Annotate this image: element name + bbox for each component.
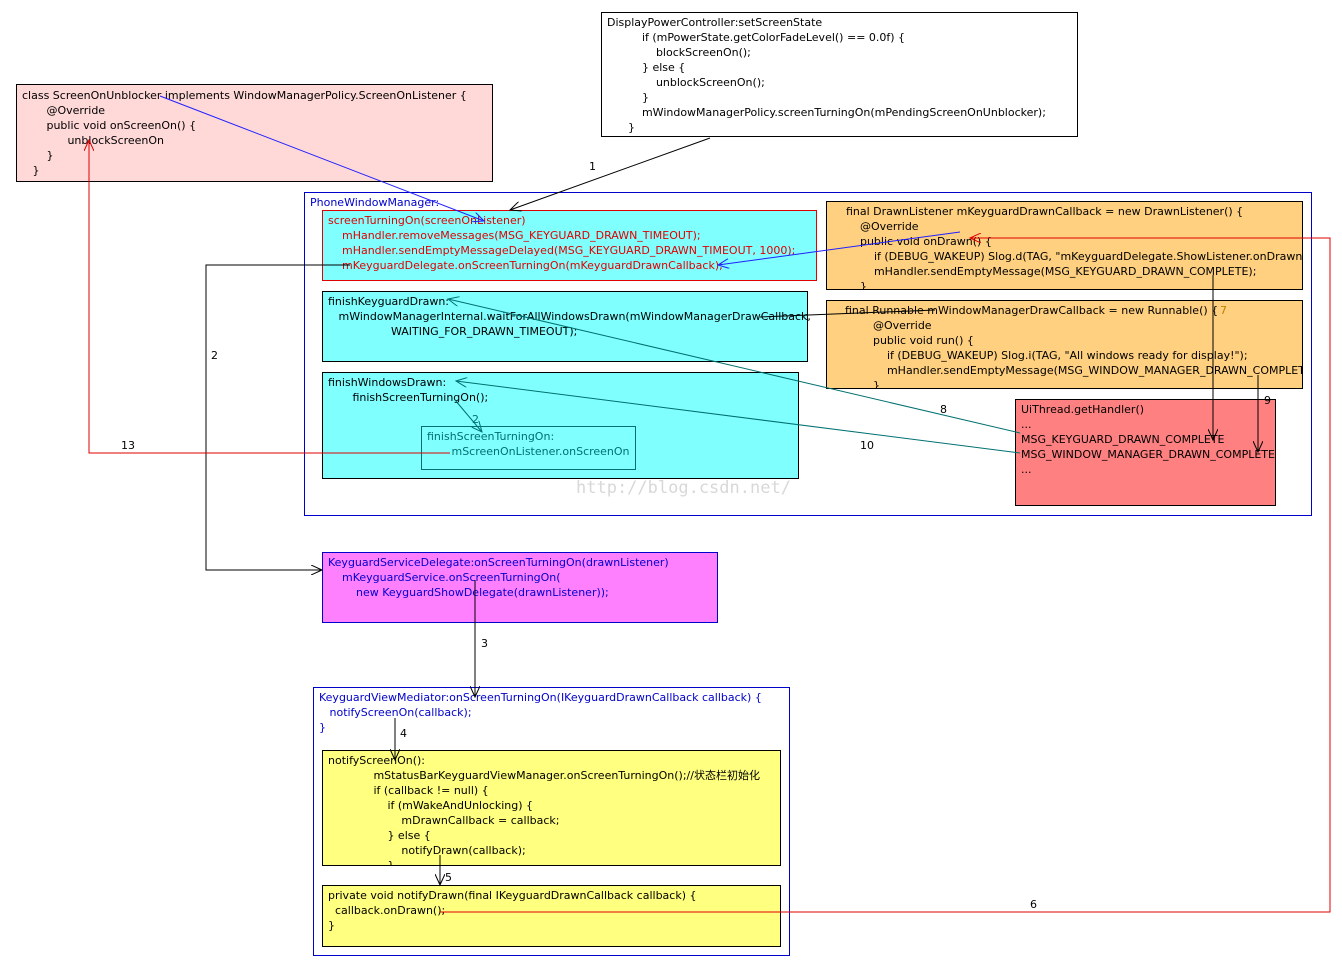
code-line: mDrawnCallback = callback;	[328, 814, 560, 827]
code-line: if (DEBUG_WAKEUP) Slog.d(TAG, "mKeyguard…	[832, 250, 1303, 263]
edge-label-4: 4	[400, 727, 407, 740]
drawn-listener-code: final DrawnListener mKeyguardDrawnCallba…	[832, 204, 1303, 290]
edge-label-1: 1	[589, 160, 596, 173]
notify-screen-on-code: notifyScreenOn(): mStatusBarKeyguardView…	[328, 753, 760, 866]
code-line: private void notifyDrawn(final IKeyguard…	[328, 889, 697, 902]
code-line: UiThread.getHandler()	[1021, 403, 1145, 416]
keyguard-service-delegate-box: KeyguardServiceDelegate:onScreenTurningO…	[322, 552, 718, 623]
code-line: mKeyguardDelegate.onScreenTurningOn(mKey…	[328, 259, 723, 272]
screen-on-unblocker-code: class ScreenOnUnblocker implements Windo…	[22, 88, 467, 178]
code-line: notifyScreenOn():	[328, 754, 425, 767]
code-line: }	[328, 859, 395, 866]
code-line: mKeyguardService.onScreenTurningOn(	[328, 571, 561, 584]
keyguard-service-delegate-code: KeyguardServiceDelegate:onScreenTurningO…	[328, 555, 669, 600]
edge-label-9: 9	[1264, 394, 1271, 407]
code-line: finishScreenTurningOn();	[328, 391, 489, 404]
code-line: unblockScreenOn();	[607, 76, 765, 89]
code-line: callback.onDrawn();	[328, 904, 446, 917]
code-line: class ScreenOnUnblocker implements Windo…	[22, 89, 467, 102]
code-line: public void onScreenOn() {	[22, 119, 197, 132]
drawn-listener-box: final DrawnListener mKeyguardDrawnCallba…	[826, 201, 1303, 290]
code-line: finishWindowsDrawn:	[328, 376, 447, 389]
draw-runnable-code: final Runnable mWindowManagerDrawCallbac…	[845, 303, 1303, 389]
code-line: if (mPowerState.getColorFadeLevel() == 0…	[607, 31, 906, 44]
screen-turning-on-box: screenTurningOn(screenOnListener) mHandl…	[322, 210, 817, 281]
code-line: ...	[1021, 418, 1032, 431]
finish-keyguard-drawn-code: finishKeyguardDrawn: mWindowManagerInter…	[328, 294, 811, 339]
display-power-code: DisplayPowerController:setScreenState if…	[607, 15, 1046, 135]
screen-turning-on-code: screenTurningOn(screenOnListener) mHandl…	[328, 213, 795, 273]
code-line: mWindowManagerInternal.waitForAllWindows…	[328, 310, 811, 323]
code-line: finishScreenTurningOn:	[427, 430, 555, 443]
display-power-controller-box: DisplayPowerController:setScreenState if…	[601, 12, 1078, 137]
code-line: blockScreenOn();	[607, 46, 751, 59]
edge-label-3: 3	[481, 637, 488, 650]
code-line: mStatusBarKeyguardViewManager.onScreenTu…	[328, 769, 760, 782]
draw-runnable-box: final Runnable mWindowManagerDrawCallbac…	[826, 300, 1303, 389]
code-line: }	[832, 280, 867, 290]
keyguard-view-mediator-code: KeyguardViewMediator:onScreenTurningOn(I…	[319, 690, 762, 735]
code-line: DisplayPowerController:setScreenState	[607, 16, 823, 29]
code-line: notifyDrawn(callback);	[328, 844, 526, 857]
code-line: mHandler.removeMessages(MSG_KEYGUARD_DRA…	[328, 229, 701, 242]
code-line: new KeyguardShowDelegate(drawnListener))…	[328, 586, 609, 599]
ui-thread-box: UiThread.getHandler()... MSG_KEYGUARD_DRA…	[1015, 399, 1276, 506]
code-line: public void run() {	[845, 334, 974, 347]
code-line: mHandler.sendEmptyMessageDelayed(MSG_KEY…	[328, 244, 796, 257]
edge-label-10: 10	[860, 439, 874, 452]
code-line: if (callback != null) {	[328, 784, 489, 797]
code-line: notifyScreenOn(callback);	[319, 706, 472, 719]
code-line: if (mWakeAndUnlocking) {	[328, 799, 534, 812]
code-line: MSG_WINDOW_MANAGER_DRAWN_COMPLETE	[1021, 448, 1275, 461]
code-line: mScreenOnListener.onScreenOn	[427, 445, 630, 458]
notify-drawn-box: private void notifyDrawn(final IKeyguard…	[322, 885, 781, 947]
phone-window-manager-title: PhoneWindowManager:	[310, 196, 440, 209]
notify-drawn-code: private void notifyDrawn(final IKeyguard…	[328, 888, 697, 933]
code-line: } else {	[328, 829, 431, 842]
code-line: MSG_KEYGUARD_DRAWN_COMPLETE	[1021, 433, 1225, 446]
code-line: finishKeyguardDrawn:	[328, 295, 450, 308]
edge-label-2: 2	[211, 349, 218, 362]
code-line: mWindowManagerPolicy.screenTurningOn(mPe…	[607, 106, 1046, 119]
code-line: }	[607, 91, 649, 104]
code-line: final DrawnListener mKeyguardDrawnCallba…	[832, 205, 1244, 218]
code-line: }	[22, 164, 40, 177]
screen-on-unblocker-box: class ScreenOnUnblocker implements Windo…	[16, 84, 493, 182]
code-line: final Runnable mWindowManagerDrawCallbac…	[845, 304, 1219, 317]
code-line: } else {	[607, 61, 686, 74]
code-line: KeyguardServiceDelegate:onScreenTurningO…	[328, 556, 669, 569]
code-line: screenTurningOn(screenOnListener)	[328, 214, 526, 227]
code-line: mHandler.sendEmptyMessage(MSG_KEYGUARD_D…	[832, 265, 1257, 278]
code-line: @Override	[845, 319, 932, 332]
finish-windows-drawn-code: finishWindowsDrawn: finishScreenTurningO…	[328, 375, 488, 405]
ui-thread-code: UiThread.getHandler()... MSG_KEYGUARD_DRA…	[1021, 402, 1275, 477]
code-line: }	[328, 919, 335, 932]
finish-screen-turning-on-code: finishScreenTurningOn: mScreenOnListener…	[427, 429, 630, 459]
edge-label-2-teal: 2	[472, 413, 479, 426]
edge-label-5: 5	[445, 871, 452, 884]
edge-label-13: 13	[121, 439, 135, 452]
code-line: WAITING_FOR_DRAWN_TIMEOUT);	[328, 325, 578, 338]
watermark: http://blog.csdn.net/	[576, 478, 791, 498]
code-line: }	[607, 121, 635, 134]
code-line: unblockScreenOn	[22, 134, 165, 147]
code-line: @Override	[22, 104, 106, 117]
code-line: mHandler.sendEmptyMessage(MSG_WINDOW_MAN…	[845, 364, 1303, 377]
notify-screen-on-box: notifyScreenOn(): mStatusBarKeyguardView…	[322, 750, 781, 866]
code-line: }	[845, 379, 880, 389]
code-line: ...	[1021, 463, 1032, 476]
edge-label-7: 7	[1220, 304, 1227, 317]
code-line: }	[22, 149, 54, 162]
code-line: KeyguardViewMediator:onScreenTurningOn(I…	[319, 691, 762, 704]
finish-screen-turning-on-box: finishScreenTurningOn: mScreenOnListener…	[421, 426, 636, 470]
edge-label-6: 6	[1030, 898, 1037, 911]
code-line: @Override	[832, 220, 919, 233]
finish-keyguard-drawn-box: finishKeyguardDrawn: mWindowManagerInter…	[322, 291, 811, 362]
code-line: }	[319, 721, 326, 734]
edge-label-8: 8	[940, 403, 947, 416]
code-line: if (DEBUG_WAKEUP) Slog.i(TAG, "All windo…	[845, 349, 1248, 362]
code-line: public void onDrawn() {	[832, 235, 992, 248]
